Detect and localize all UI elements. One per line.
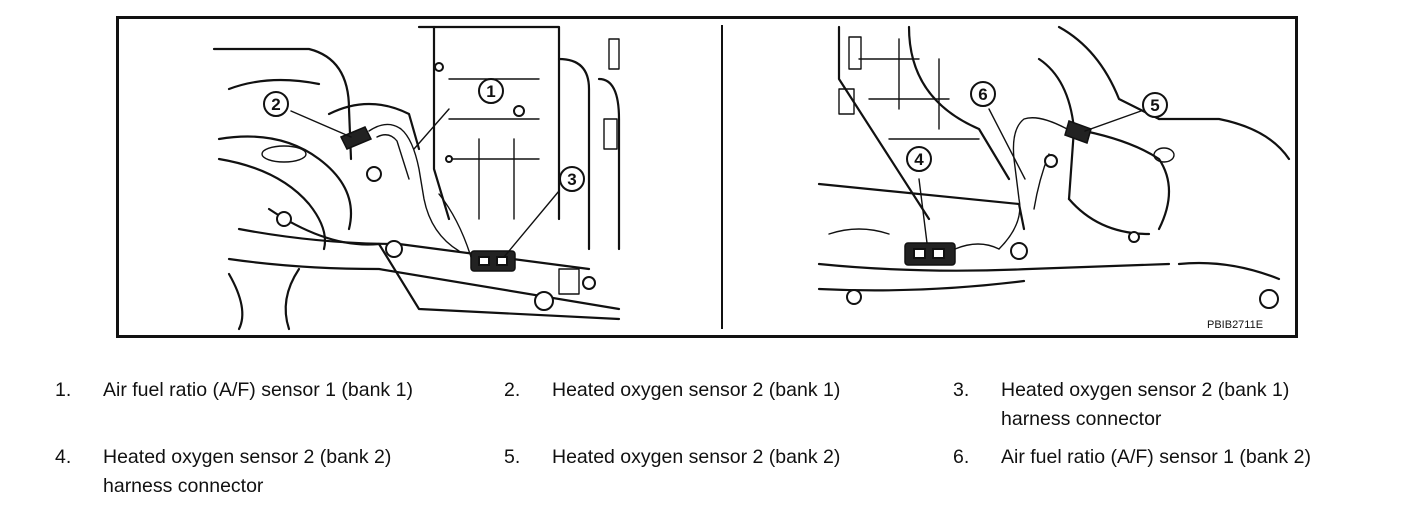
legend-label-line2: harness connector (1001, 408, 1162, 430)
left-view-bank1 (212, 25, 621, 331)
svg-text:5: 5 (1150, 96, 1159, 115)
legend-number: 1. (55, 379, 72, 401)
callout-2: 2 (263, 91, 289, 117)
legend-label: Heated oxygen sensor 2 (bank 2) (103, 446, 392, 468)
callout-6: 6 (970, 81, 996, 107)
legend-number: 5. (504, 446, 521, 468)
callout-4: 4 (906, 146, 932, 172)
svg-text:4: 4 (914, 150, 924, 169)
legend: 1. Air fuel ratio (A/F) sensor 1 (bank 1… (0, 372, 1408, 510)
callout-1: 1 (478, 78, 504, 104)
legend-label-line2: harness connector (103, 475, 264, 497)
legend-label: Heated oxygen sensor 2 (bank 1) (552, 379, 841, 401)
svg-text:6: 6 (978, 85, 987, 104)
callout-5: 5 (1142, 92, 1168, 118)
legend-number: 4. (55, 446, 72, 468)
svg-text:2: 2 (271, 95, 280, 114)
figure-code: PBIB2711E (1207, 319, 1263, 331)
legend-number: 3. (953, 379, 970, 401)
legend-number: 2. (504, 379, 521, 401)
callout-3: 3 (559, 166, 585, 192)
diagram-frame: 1 2 3 4 5 6 PBIB2711E (116, 16, 1298, 338)
legend-label: Air fuel ratio (A/F) sensor 1 (bank 2) (1001, 446, 1311, 468)
engine-illustration: 1 2 3 4 5 6 PBIB2711E (212, 25, 1291, 331)
svg-text:1: 1 (486, 82, 495, 101)
svg-text:3: 3 (567, 170, 576, 189)
legend-number: 6. (953, 446, 970, 468)
legend-label: Heated oxygen sensor 2 (bank 1) (1001, 379, 1290, 401)
legend-label: Heated oxygen sensor 2 (bank 2) (552, 446, 841, 468)
right-view-bank2 (817, 25, 1291, 309)
legend-label: Air fuel ratio (A/F) sensor 1 (bank 1) (103, 379, 413, 401)
